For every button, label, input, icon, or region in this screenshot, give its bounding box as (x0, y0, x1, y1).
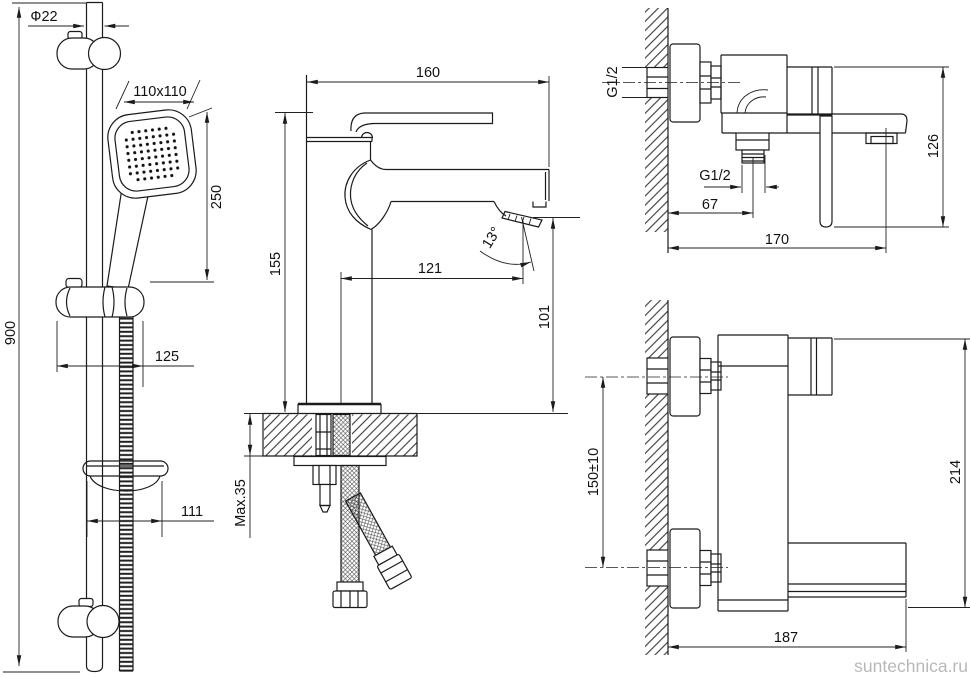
watermark: suntechnica.ru (854, 656, 968, 676)
slider-holder (55, 277, 145, 318)
wall-mixer-top-view (645, 300, 907, 655)
wall-mixer-side-view (645, 8, 908, 253)
dim-side-depth: 170 (765, 232, 789, 248)
dim-shower-diameter: Ф22 (30, 9, 57, 25)
dim-shower-head-size: 110x110 (133, 84, 186, 100)
hand-shower-handle (106, 187, 149, 290)
shower-outlet-down (735, 132, 770, 164)
shower-hose (118, 316, 134, 672)
mixer-top-dimensions (585, 338, 970, 652)
soap-dish (82, 460, 169, 492)
dim-side-outlet-offset: 67 (702, 197, 718, 213)
dim-shower-head-length: 250 (209, 185, 225, 209)
dim-top-centers: 150±10 (586, 448, 602, 496)
mixer-body-spout (305, 75, 550, 404)
dim-faucet-deck-max: Max.35 (233, 479, 249, 527)
flexible-hose-vertical (332, 464, 368, 609)
hand-shower-head (107, 109, 197, 199)
dim-top-spout-reach: 187 (774, 630, 798, 646)
dim-faucet-height: 155 (268, 252, 284, 276)
basin-mixer-view (262, 75, 550, 609)
mounting-shank (293, 413, 387, 513)
faucet-dimensions (244, 76, 580, 538)
wall-connectors-top (646, 336, 722, 609)
dim-faucet-spout-angle: 13° (479, 224, 504, 251)
wall-bracket-bottom (57, 597, 120, 639)
countertop-section (262, 412, 418, 457)
mixer-base (297, 402, 382, 414)
dim-top-height: 214 (948, 460, 964, 484)
dim-shower-holder-width: 125 (155, 349, 179, 365)
flexible-hose-diagonal (344, 492, 412, 590)
dim-side-wall-thread: G1/2 (605, 66, 621, 97)
mixer-side-dimensions (602, 66, 949, 253)
bath-spout-top (788, 542, 907, 598)
shower-dimensions (3, 2, 214, 673)
dim-faucet-length: 160 (416, 65, 440, 81)
mixer-body-top (717, 334, 833, 612)
dim-side-outlet-thread: G1/2 (699, 168, 730, 184)
wall-bracket-top (56, 30, 122, 71)
bath-spout-side (721, 113, 908, 145)
wall-section (645, 8, 669, 253)
dim-shower-rail-height: 900 (3, 321, 19, 345)
shower-rail-set-view (55, 1, 197, 673)
wall-section-top (645, 300, 669, 655)
dim-faucet-spout-reach: 121 (418, 261, 442, 277)
mixer-handle-side (819, 115, 833, 228)
mixer-body-side (720, 54, 833, 133)
dim-faucet-outlet-height: 101 (537, 305, 553, 329)
shower-rail (85, 1, 104, 673)
mixer-lever-handle (350, 112, 494, 133)
dim-shower-soapdish-width: 111 (181, 504, 203, 520)
dim-side-height: 126 (926, 134, 942, 158)
